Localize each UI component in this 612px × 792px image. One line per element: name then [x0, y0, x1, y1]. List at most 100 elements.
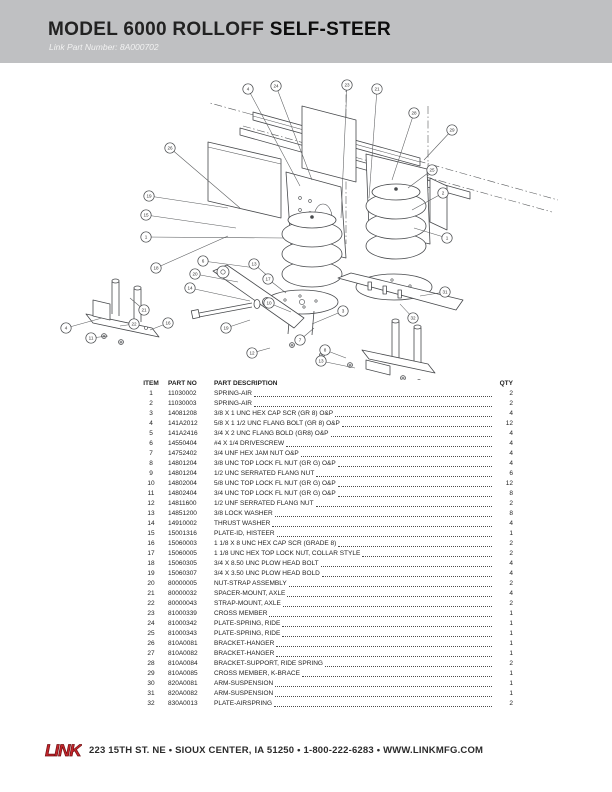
part-number-cell: 15060307 — [168, 570, 197, 577]
part-number-cell: 141A2012 — [168, 420, 198, 427]
callout-bubble — [408, 107, 420, 119]
qty-cell: 1 — [509, 680, 513, 687]
item-number-cell: 17 — [147, 550, 155, 557]
callout-number: 24 — [273, 84, 279, 89]
part-number-cell: 14811600 — [168, 500, 197, 507]
description-cell: SPRING-AIR — [214, 400, 252, 407]
item-number-cell: 25 — [147, 630, 155, 637]
item-number-cell: 29 — [147, 670, 155, 677]
description-cell: PLATE-AIRSPRING — [214, 700, 273, 707]
qty-cell: 2 — [509, 540, 513, 547]
qty-cell: 8 — [509, 510, 513, 517]
qty-cell: 4 — [509, 560, 513, 567]
callout-bubble — [184, 282, 196, 294]
item-number-cell: 20 — [147, 580, 155, 587]
callout-number: 22 — [131, 322, 137, 327]
air-spring-left-illustration — [281, 211, 343, 288]
callout-number: 19 — [223, 326, 229, 331]
model-title-accent: SELF-STEER — [269, 19, 392, 40]
callout-bubble — [371, 83, 383, 95]
callout-number: 2 — [442, 191, 445, 196]
part-number-cell: 14851200 — [168, 510, 197, 517]
description-cell: 3/4 UNF HEX JAM NUT O&P — [214, 450, 299, 457]
item-number-cell: 2 — [149, 400, 153, 407]
leader-dots — [316, 475, 492, 477]
callout-number: 4 — [247, 87, 250, 92]
footer-address: 223 15TH ST. NE • SIOUX CENTER, IA 51250… — [89, 744, 484, 756]
callout-number: 1 — [145, 235, 148, 240]
qty-cell: 12 — [505, 420, 513, 427]
callout-leader-line — [169, 147, 241, 209]
qty-cell: 2 — [509, 550, 513, 557]
callout-bubble — [319, 344, 331, 356]
part-number-cell: 15060305 — [168, 560, 197, 567]
leader-dots — [282, 605, 492, 607]
description-cell: 1 1/8 UNC HEX TOP LOCK NUT, COLLAR STYLE — [214, 550, 361, 557]
leader-dots — [338, 545, 492, 547]
callout-number: 11 — [89, 336, 94, 341]
callout-number: 4 — [65, 326, 68, 331]
strap-mount-right-illustration — [361, 318, 436, 380]
qty-cell: 1 — [509, 670, 513, 677]
item-number-cell: 4 — [149, 420, 153, 427]
qty-cell: 4 — [509, 460, 513, 467]
callout-number: 13 — [318, 359, 324, 364]
callout-bubble — [341, 79, 353, 91]
leader-dots — [253, 405, 492, 407]
description-cell: SPACER-MOUNT, AXLE — [214, 590, 286, 597]
callout-number: 21 — [374, 87, 380, 92]
description-cell: #4 X 1/4 DRIVESCREW — [214, 440, 285, 447]
callout-bubble — [85, 332, 97, 344]
part-number-cell: 11030002 — [168, 390, 197, 397]
callout-bubble — [140, 231, 152, 243]
callout-number: 13 — [251, 262, 257, 267]
description-cell: SPRING-AIR — [214, 390, 252, 397]
spring-plate-illustration — [207, 141, 282, 219]
part-number-cell: 820A0081 — [168, 680, 198, 687]
qty-cell: 2 — [509, 400, 513, 407]
qty-cell: 4 — [509, 450, 513, 457]
callout-leader-line — [340, 84, 348, 219]
callout-bubble — [337, 305, 349, 317]
suspension-arm-left-illustration — [212, 264, 305, 329]
part-number-cell: 810A0085 — [168, 670, 198, 677]
callout-number: 3 — [342, 309, 345, 314]
qty-cell: 1 — [509, 630, 513, 637]
leader-dots — [288, 585, 492, 587]
leader-dots — [286, 445, 492, 447]
table-header-row: ITEM PART NO PART DESCRIPTION QTY — [140, 378, 513, 389]
part-number-cell: 14802404 — [168, 490, 197, 497]
leader-dots — [274, 705, 492, 707]
description-cell: NUT-STRAP ASSEMBLY — [214, 580, 287, 587]
item-number-cell: 26 — [147, 640, 155, 647]
item-number-cell: 12 — [147, 500, 155, 507]
callout-bubble — [164, 142, 176, 154]
description-cell: CROSS MEMBER, K-BRACE — [214, 670, 300, 677]
callout-number: 6 — [202, 259, 205, 264]
callout-number: 14 — [187, 286, 193, 291]
item-number-cell: 16 — [147, 540, 155, 547]
callout-leader-line — [311, 310, 344, 325]
item-number-cell: 27 — [147, 650, 155, 657]
description-cell: THRUST WASHER — [214, 520, 271, 527]
description-cell: BRACKET-SUPPORT, RIDE SPRING — [214, 660, 323, 667]
col-header-qty: QTY — [499, 380, 513, 387]
qty-cell: 4 — [509, 570, 513, 577]
description-cell: ARM-SUSPENSION — [214, 680, 274, 687]
table-row: 29 810A0085 CROSS MEMBER, K-BRACE 1 — [140, 669, 513, 679]
callout-number: 26 — [167, 146, 173, 151]
description-cell: 3/8 X 1 UNC HEX CAP SCR (GR 8) O&P — [214, 410, 334, 417]
item-number-cell: 24 — [147, 620, 155, 627]
part-number-cell: 81000342 — [168, 620, 197, 627]
leader-dots — [282, 625, 492, 627]
callout-leader-line — [189, 287, 251, 302]
qty-cell: 1 — [509, 620, 513, 627]
